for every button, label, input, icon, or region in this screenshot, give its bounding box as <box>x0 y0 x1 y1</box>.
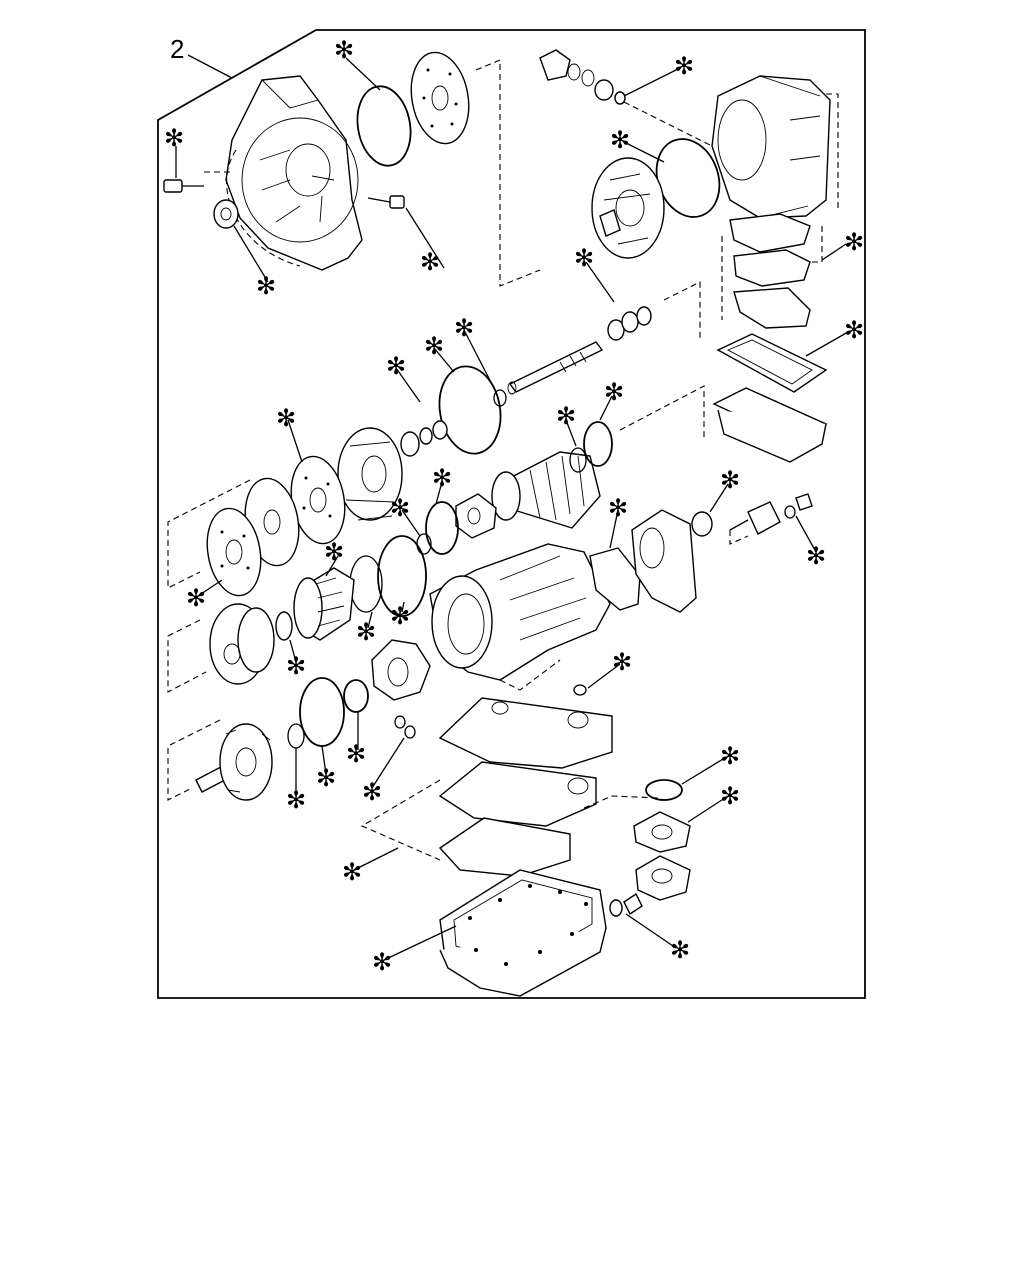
clutch-o-ring-large <box>438 365 502 455</box>
main-oil-pan <box>439 869 607 997</box>
filter-gasket <box>633 811 691 853</box>
leader-lines <box>175 57 849 961</box>
kit-marker: ✻ <box>844 228 864 256</box>
kit-marker: ✻ <box>276 404 296 432</box>
kit-marker: ✻ <box>324 538 344 566</box>
housing-bolt-2 <box>367 195 405 209</box>
diagram-frame <box>157 29 866 999</box>
kit-marker: ✻ <box>604 378 624 406</box>
piston-seal-inner <box>349 555 383 613</box>
kit-marker: ✻ <box>164 124 184 152</box>
leader-pump-seal <box>623 101 721 151</box>
kit-marker: ✻ <box>342 858 362 886</box>
kit-marker: ✻ <box>720 466 740 494</box>
kit-marker: ✻ <box>372 948 392 976</box>
reverse-gear <box>209 603 275 685</box>
clutch-drum <box>491 451 601 529</box>
rear-seal <box>691 511 713 537</box>
kit-marker: ✻ <box>720 742 740 770</box>
ring-gear-bearing <box>275 611 293 641</box>
speed-sensor <box>729 501 781 545</box>
kit-marker: ✻ <box>608 494 628 522</box>
transmission-case <box>429 543 611 691</box>
snap-ring-c <box>343 679 369 713</box>
input-shaft <box>507 341 604 395</box>
kit-marker: ✻ <box>806 542 826 570</box>
clutch-plate-1 <box>290 455 346 545</box>
kit-marker: ✻ <box>670 936 690 964</box>
kit-marker: ✻ <box>346 740 366 768</box>
valve-body-gaskets <box>721 213 823 329</box>
piston-seal-mid <box>425 501 459 555</box>
separator-plate-1 <box>438 697 613 769</box>
kit-marker: ✻ <box>610 126 630 154</box>
kit-marker: ✻ <box>720 782 740 810</box>
case-gasket <box>589 547 641 611</box>
kit-marker: ✻ <box>454 314 474 342</box>
kit-markers: ✻ ✻ ✻ ✻ ✻ ✻ ✻ ✻ ✻ ✻ ✻ ✻ ✻ ✻ ✻ ✻ ✻ ✻ ✻ ✻ … <box>164 36 864 976</box>
forward-clutch-housing <box>337 427 403 521</box>
kit-marker: ✻ <box>390 602 410 630</box>
extension-case <box>711 75 839 219</box>
oil-pump <box>591 157 665 259</box>
oil-pan <box>712 387 828 463</box>
converter-housing <box>225 75 363 271</box>
housing-seal <box>213 199 239 229</box>
housing-o-ring <box>356 85 412 167</box>
kit-marker: ✻ <box>316 764 336 792</box>
kit-marker: ✻ <box>612 648 632 676</box>
extension-housing <box>631 509 697 613</box>
pump-bushing-set <box>539 49 626 105</box>
kit-marker: ✻ <box>362 778 382 806</box>
thrust-washer <box>287 723 305 749</box>
leader-line-plates <box>583 795 661 809</box>
separator-plate-2 <box>438 761 597 827</box>
kit-marker: ✻ <box>844 316 864 344</box>
filter-seal <box>645 779 683 801</box>
kit-marker: ✻ <box>186 584 206 612</box>
snap-ring-set <box>400 420 448 457</box>
planetary-gear <box>371 639 431 701</box>
clutch-plate-3 <box>206 507 262 597</box>
case-o-ring <box>573 684 587 696</box>
kit-marker: ✻ <box>286 652 306 680</box>
bracket-line-plates <box>167 479 251 589</box>
kit-marker: ✻ <box>386 352 406 380</box>
piston-seal-large <box>377 535 427 617</box>
kit-marker: ✻ <box>420 248 440 276</box>
assembly-leader <box>187 54 233 79</box>
bracket-line-gear <box>167 619 207 693</box>
small-o-rings <box>394 715 416 739</box>
kit-marker: ✻ <box>432 464 452 492</box>
drain-plug <box>609 892 643 917</box>
bracket-line-shaft <box>167 719 221 801</box>
planet-carrier <box>455 493 497 539</box>
housing-bolt <box>163 171 232 193</box>
bracket-line-top <box>475 59 541 287</box>
kit-marker: ✻ <box>574 244 594 272</box>
ring-gear <box>293 567 355 641</box>
kit-marker: ✻ <box>334 36 354 64</box>
kit-marker: ✻ <box>390 494 410 522</box>
oil-pan-gasket <box>716 333 828 393</box>
kit-marker: ✻ <box>356 618 376 646</box>
bracket-line-mid <box>619 385 705 440</box>
separator-plate-3 <box>438 817 571 877</box>
kit-marker: ✻ <box>286 786 306 814</box>
shaft-bearings <box>607 281 701 341</box>
output-shaft <box>195 723 273 801</box>
bracket-line-plates-bottom <box>360 779 441 861</box>
kit-marker: ✻ <box>256 272 276 300</box>
kit-marker: ✻ <box>674 52 694 80</box>
drum-o-ring <box>569 447 587 473</box>
kit-marker: ✻ <box>556 402 576 430</box>
flex-plate <box>410 51 470 145</box>
filter-cover <box>635 855 691 901</box>
assembly-number: 2 <box>170 34 184 64</box>
drum-o-ring-2 <box>583 421 613 467</box>
snap-ring-d <box>299 677 345 747</box>
kit-marker: ✻ <box>424 332 444 360</box>
sensor-nut <box>784 493 813 519</box>
